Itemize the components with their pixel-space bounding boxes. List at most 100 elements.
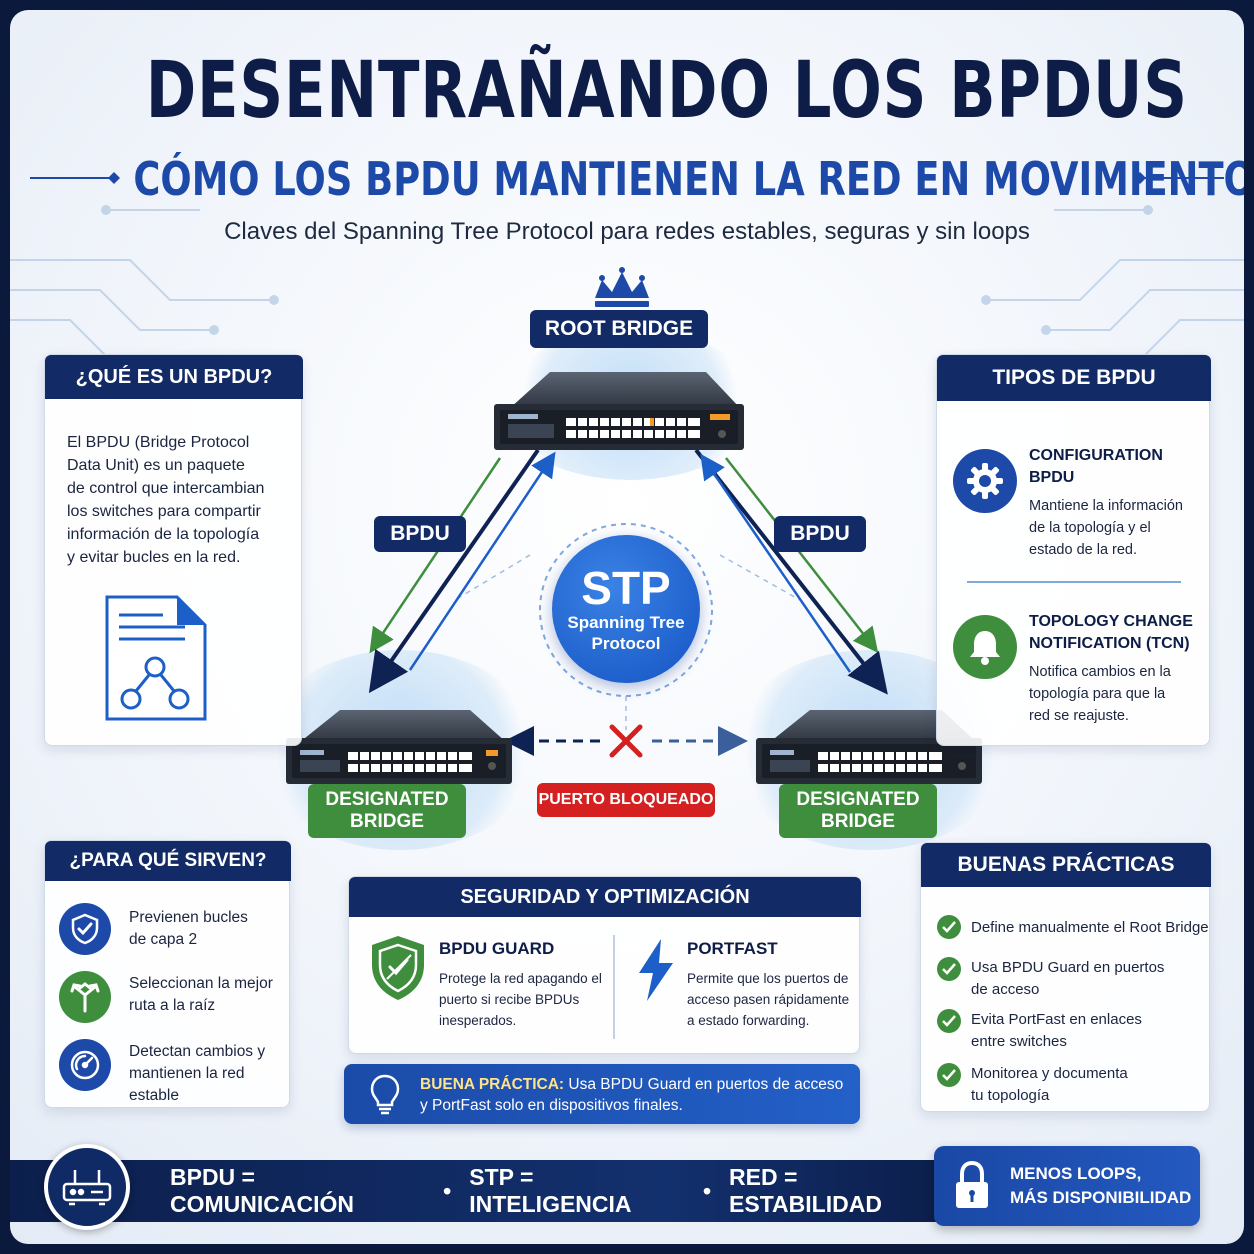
designated-left-l1: DESIGNATED bbox=[325, 789, 449, 810]
slogan-1: BPDU = COMUNICACIÓN bbox=[170, 1164, 354, 1217]
security-card: SEGURIDAD Y OPTIMIZACIÓN BPDU GUARD Prot… bbox=[348, 876, 861, 1054]
portfast-desc: Permite que los puertos de acceso pasen … bbox=[687, 968, 849, 1031]
best-practice-strong: BUENA PRÁCTICA: bbox=[420, 1076, 565, 1093]
what-is-bpdu-card: ¿QUÉ ES UN BPDU? El BPDU (Bridge Protoco… bbox=[44, 354, 303, 746]
config-bpdu-title: CONFIGURATION BPDU bbox=[1029, 445, 1163, 489]
crown-icon bbox=[595, 267, 649, 307]
tcn-desc-3: red se reajuste. bbox=[1029, 708, 1129, 724]
bpdu-guard-desc: Protege la red apagando el puerto si rec… bbox=[439, 968, 602, 1031]
security-heading: SEGURIDAD Y OPTIMIZACIÓN bbox=[349, 877, 861, 917]
bpdu-label-right: BPDU bbox=[774, 516, 866, 552]
config-desc-1: Mantiene la información bbox=[1029, 498, 1183, 514]
designated-bridge-right: DESIGNATED BRIDGE bbox=[779, 784, 937, 838]
blocked-port-label: PUERTO BLOQUEADO bbox=[537, 783, 715, 817]
bpdu-types-heading: TIPOS DE BPDU bbox=[937, 355, 1211, 401]
slogan-3: RED = ESTABILIDAD bbox=[729, 1164, 882, 1217]
bp-4-l2: tu topología bbox=[971, 1087, 1050, 1104]
check-icon-3 bbox=[937, 1009, 961, 1033]
types-divider bbox=[967, 581, 1181, 583]
portfast-desc-2: acceso pasen rápidamente bbox=[687, 992, 850, 1007]
link-right-navy bbox=[694, 448, 888, 695]
designated-bridge-left: DESIGNATED BRIDGE bbox=[308, 784, 466, 838]
purpose-item-2: Seleccionan la mejor ruta a la raíz bbox=[129, 973, 273, 1017]
guard-desc-2: puerto si recibe BPDUs bbox=[439, 992, 580, 1007]
badge-line1: MENOS LOOPS, bbox=[1010, 1164, 1142, 1183]
best-practice-text: BUENA PRÁCTICA: Usa BPDU Guard en puerto… bbox=[420, 1074, 843, 1116]
slogan-2: STP = INTELIGENCIA bbox=[469, 1164, 632, 1217]
link-left-blue bbox=[408, 451, 556, 671]
purpose-3-l1: Detectan cambios y bbox=[129, 1043, 266, 1060]
lightbulb-icon bbox=[370, 1074, 400, 1115]
guard-desc-3: inesperados. bbox=[439, 1013, 517, 1028]
document-network-icon bbox=[105, 595, 207, 721]
purpose-heading: ¿PARA QUÉ SIRVEN? bbox=[45, 841, 291, 881]
bp-3-l1: Evita PortFast en enlaces bbox=[971, 1011, 1142, 1028]
check-icon-1 bbox=[937, 915, 961, 939]
tagline: Claves del Spanning Tree Protocol para r… bbox=[224, 218, 1030, 245]
what-line-3: de control que intercambian bbox=[67, 480, 265, 497]
bp-2-l1: Usa BPDU Guard en puertos bbox=[971, 959, 1165, 976]
what-line-1: El BPDU (Bridge Protocol bbox=[67, 434, 250, 451]
tcn-title-2: NOTIFICATION (TCN) bbox=[1029, 635, 1190, 652]
gauge-icon bbox=[59, 1039, 111, 1091]
slogan-dot-2: • bbox=[702, 1177, 712, 1204]
bpdu-types-card: TIPOS DE BPDU CONFIGURATION BPDU Mantien… bbox=[936, 354, 1211, 746]
check-icon-4 bbox=[937, 1063, 961, 1087]
availability-badge: MENOS LOOPS, MÁS DISPONIBILIDAD bbox=[934, 1146, 1200, 1226]
guard-desc-1: Protege la red apagando el bbox=[439, 971, 602, 986]
stp-line2: Protocol bbox=[591, 634, 661, 653]
best-practice-item-3: Evita PortFast en enlaces entre switches bbox=[971, 1009, 1142, 1053]
stp-title: STP bbox=[581, 562, 671, 614]
subtitle: CÓMO LOS BPDU MANTIENEN LA RED EN MOVIMI… bbox=[133, 152, 1244, 206]
bp-2-l2: de acceso bbox=[971, 981, 1040, 998]
tcn-desc: Notifica cambios en la topología para qu… bbox=[1029, 661, 1171, 727]
link-left-navy bbox=[368, 448, 540, 694]
what-is-bpdu-text: El BPDU (Bridge Protocol Data Unit) es u… bbox=[67, 431, 264, 569]
bpdu-guard-title: BPDU GUARD bbox=[439, 939, 555, 958]
purpose-2-l2: ruta a la raíz bbox=[129, 997, 216, 1014]
infographic-canvas: DESENTRAÑANDO LOS BPDUS CÓMO LOS BPDU MA… bbox=[10, 10, 1244, 1244]
what-line-5: información de la topología bbox=[67, 526, 260, 543]
lock-icon bbox=[956, 1160, 988, 1208]
lightning-icon bbox=[639, 939, 673, 1001]
best-practice-item-1: Define manualmente el Root Bridge bbox=[971, 917, 1209, 939]
bp-3-l2: entre switches bbox=[971, 1033, 1067, 1050]
best-practice-item-4: Monitorea y documenta tu topología bbox=[971, 1063, 1128, 1107]
right-switch bbox=[756, 710, 982, 784]
shield-check-icon bbox=[59, 903, 111, 955]
bp-1-l1: Define manualmente el Root Bridge bbox=[971, 919, 1209, 936]
purpose-3-l2: mantienen la red estable bbox=[129, 1065, 245, 1104]
portfast-desc-1: Permite que los puertos de bbox=[687, 971, 849, 986]
root-bridge-label: ROOT BRIDGE bbox=[530, 310, 708, 348]
security-divider bbox=[613, 935, 615, 1039]
root-switch bbox=[494, 372, 744, 450]
stp-badge: STP Spanning Tree Protocol bbox=[552, 535, 700, 683]
badge-line2: MÁS DISPONIBILIDAD bbox=[1010, 1188, 1192, 1207]
what-is-bpdu-heading: ¿QUÉ ES UN BPDU? bbox=[45, 355, 303, 399]
config-desc-2: de la topología y el bbox=[1029, 520, 1151, 536]
purpose-card: ¿PARA QUÉ SIRVEN? Previenen bucles de ca… bbox=[44, 840, 291, 1108]
designated-right-l2: BRIDGE bbox=[821, 811, 895, 832]
subtitle-lines bbox=[30, 172, 1224, 184]
config-title-2: BPDU bbox=[1029, 469, 1075, 486]
best-practice-banner: BUENA PRÁCTICA: Usa BPDU Guard en puerto… bbox=[344, 1064, 860, 1124]
what-line-2: Data Unit) es un paquete bbox=[67, 457, 245, 474]
stp-line1: Spanning Tree bbox=[567, 613, 685, 632]
what-line-6: y evitar bucles en la red. bbox=[67, 549, 241, 566]
tcn-title: TOPOLOGY CHANGE NOTIFICATION (TCN) bbox=[1029, 611, 1193, 655]
check-icon-2 bbox=[937, 957, 961, 981]
best-practice-line1: Usa BPDU Guard en puertos de acceso bbox=[564, 1076, 844, 1093]
purpose-item-1: Previenen bucles de capa 2 bbox=[129, 907, 248, 951]
link-right-blue bbox=[700, 453, 852, 673]
portfast-desc-3: a estado forwarding. bbox=[687, 1013, 810, 1028]
bp-4-l1: Monitorea y documenta bbox=[971, 1065, 1128, 1082]
purpose-item-3: Detectan cambios y mantienen la red esta… bbox=[129, 1041, 289, 1107]
best-practice-item-2: Usa BPDU Guard en puertos de acceso bbox=[971, 957, 1164, 1001]
designated-left-l2: BRIDGE bbox=[350, 811, 424, 832]
tcn-desc-2: topología para que la bbox=[1029, 686, 1166, 702]
shield-guard-icon bbox=[372, 936, 424, 1000]
config-desc-3: estado de la red. bbox=[1029, 542, 1138, 558]
diagram-svg bbox=[286, 267, 982, 784]
best-practice-line2: y PortFast solo en dispositivos finales. bbox=[420, 1097, 683, 1114]
purpose-1-l2: de capa 2 bbox=[129, 931, 198, 948]
